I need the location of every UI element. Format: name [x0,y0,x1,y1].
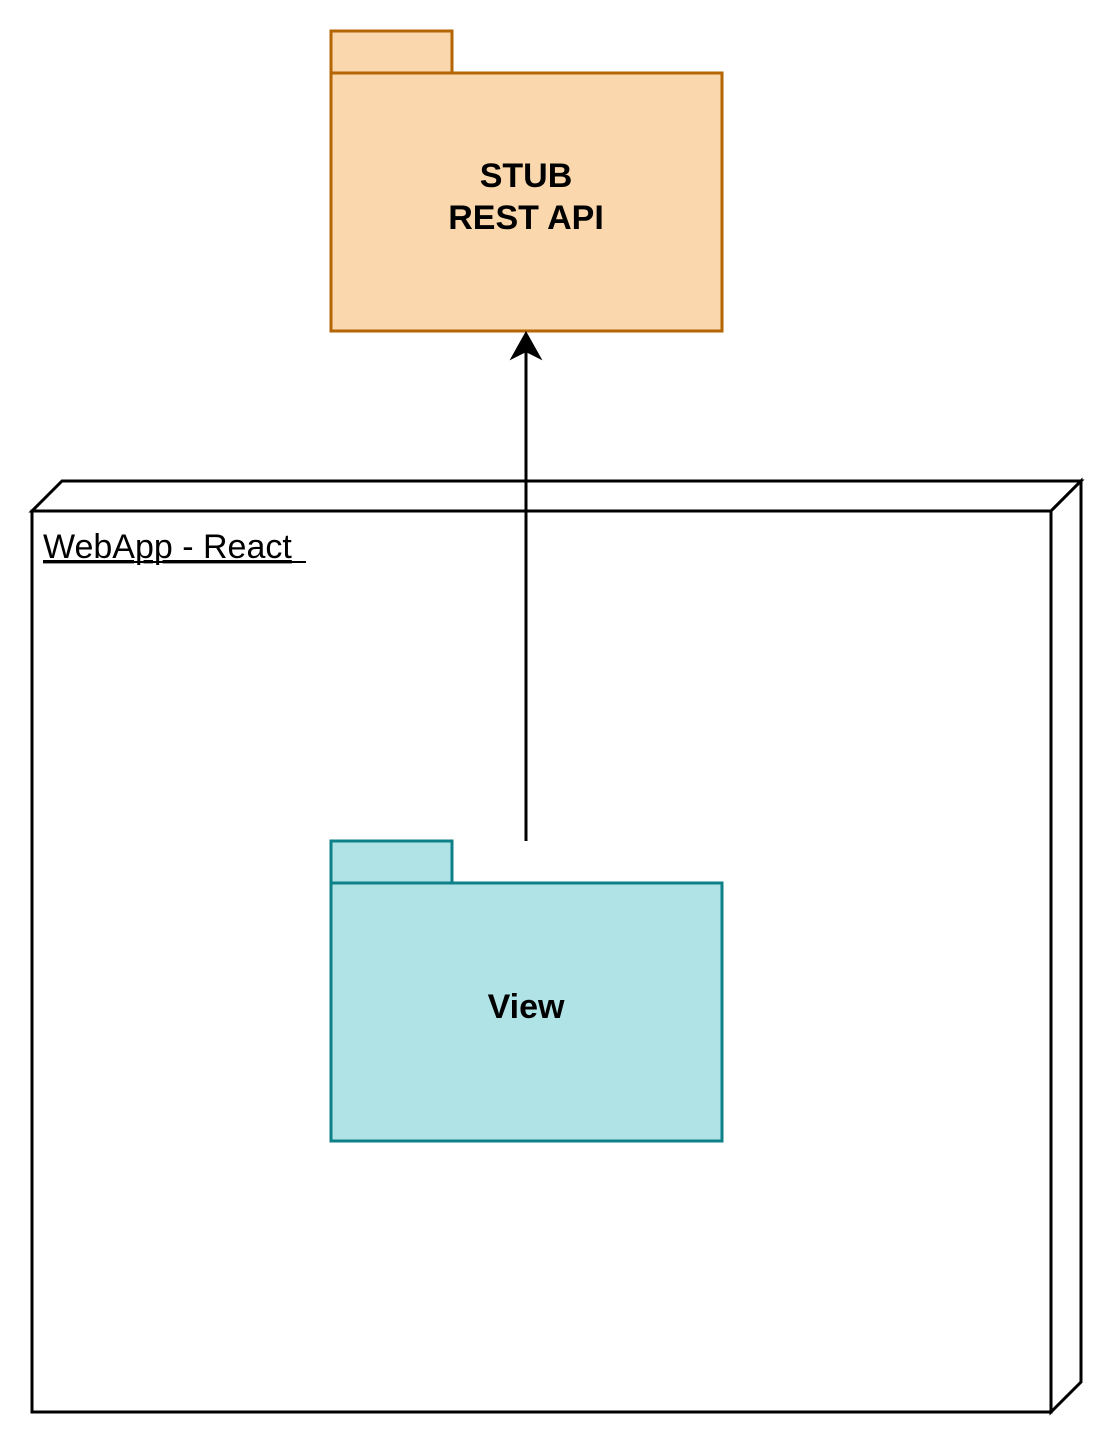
webapp-node-label: WebApp - React [43,528,292,566]
stub-package-body [329,71,724,333]
stub-package-label-line1: STUB [480,157,573,195]
view-package[interactable]: View [329,839,724,1143]
view-package-tab [329,839,454,885]
view-package-label: View [488,988,565,1026]
stub-package-tab [329,29,454,75]
dependency-arrow[interactable] [509,330,543,841]
dependency-arrow-head [509,330,543,361]
webapp-node-side-face [1049,477,1083,1416]
view-package-body [329,881,724,1143]
webapp-node-top-face [28,479,1085,513]
stub-package-label-line2: REST API [448,199,604,237]
stub-rest-api-package[interactable]: STUB REST API [329,29,724,333]
